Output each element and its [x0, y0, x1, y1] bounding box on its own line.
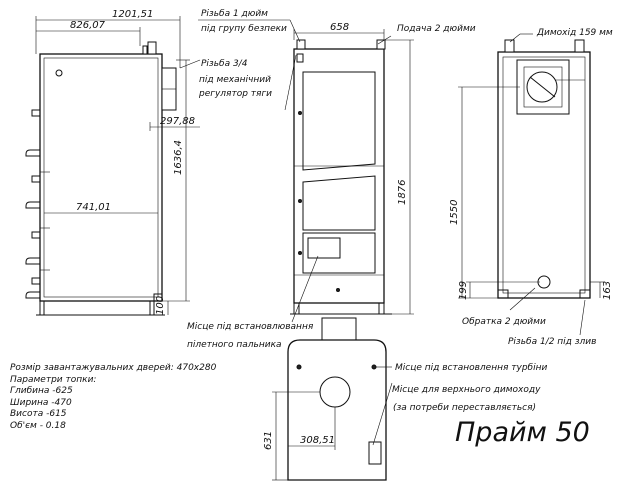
door-size-text: Розмір завантажувальних дверей: 470х280: [10, 363, 217, 373]
dim-308: 308,51: [300, 435, 335, 446]
callout-pellet-2: пілетного пальника: [187, 340, 282, 350]
callout-return: Обратка 2 дюйми: [462, 317, 546, 327]
callout-labels: Різьба 1 дюйм під групу безпеки Подача 2…: [187, 9, 613, 413]
dim-1636: 1636,4: [173, 140, 184, 175]
front-view: [290, 29, 414, 315]
dim-1550: 1550: [449, 200, 460, 225]
callout-drain: Різьба 1/2 під злив: [508, 337, 596, 347]
callout-turbine: Місце під встановлення турбіни: [395, 363, 547, 373]
callout-regulator-3: регулятор тяги: [198, 89, 272, 99]
dim-199: 199: [458, 281, 469, 300]
dim-741: 741,01: [76, 202, 111, 213]
firebox-width: Ширина -470: [10, 397, 72, 408]
firebox-depth: Глибина -625: [10, 386, 73, 396]
dimension-labels: 1201,51 826,07 658 297,88 1636,4 741,01 …: [70, 9, 613, 450]
callout-chimney: Димохід 159 мм: [536, 28, 613, 38]
firebox-title: Параметри топки:: [10, 374, 97, 385]
firebox-volume: Об'єм - 0.18: [10, 420, 66, 431]
firebox-specs: Розмір завантажувальних дверей: 470х280 …: [10, 363, 240, 432]
callout-supply: Подача 2 дюйми: [397, 24, 476, 34]
dim-100: 100: [155, 296, 166, 315]
callout-top-flue-2: (за потреби переставляється): [393, 403, 536, 413]
dim-1876: 1876: [397, 180, 408, 205]
back-view: [458, 39, 604, 299]
dim-631: 631: [263, 431, 274, 450]
top-view: [272, 317, 387, 481]
door-hinges: [25, 109, 40, 299]
callout-regulator-2: під механічний: [199, 75, 271, 85]
callout-pellet-1: Місце під встановлювання: [187, 322, 314, 332]
dim-297: 297,88: [160, 116, 195, 127]
dim-658: 658: [330, 22, 349, 33]
dim-overall-depth: 1201,51: [112, 9, 153, 20]
leader-lines: [179, 19, 586, 446]
callout-regulator-1: Різьба 3/4: [201, 59, 248, 69]
callout-safety-thread: Різьба 1 дюйм: [201, 9, 268, 19]
side-view: [25, 16, 200, 316]
dim-163: 163: [602, 281, 613, 300]
firebox-height: Висота -615: [10, 409, 67, 419]
dim-826: 826,07: [70, 20, 106, 31]
callout-safety-thread-2: під групу безпеки: [201, 24, 287, 34]
model-name: Прайм 50: [455, 417, 590, 448]
callout-top-flue-1: Місце для верхнього димоходу: [392, 385, 541, 395]
